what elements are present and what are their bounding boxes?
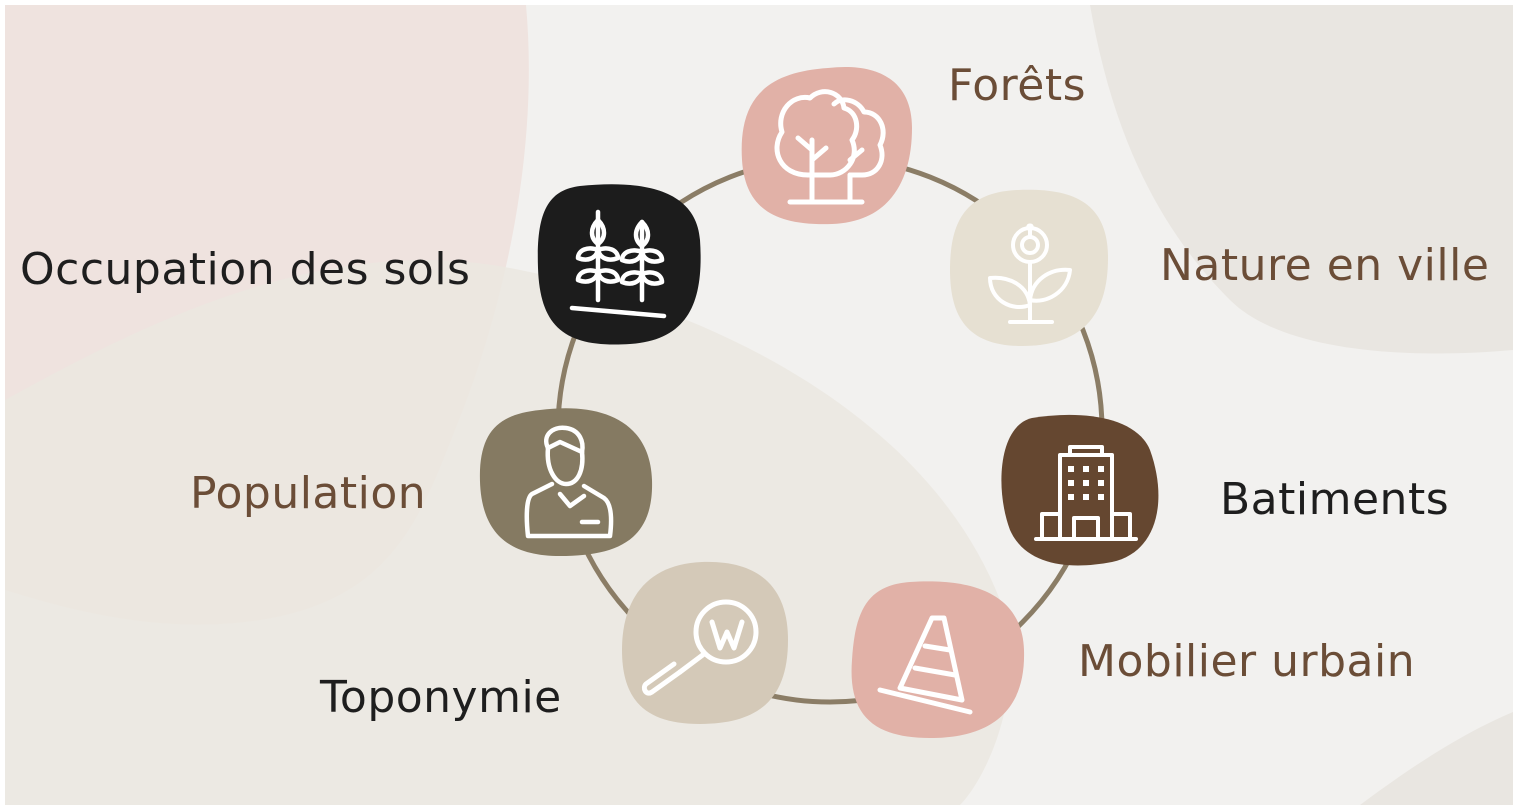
magnifier-w-icon	[641, 599, 759, 696]
flower-plant-icon	[988, 223, 1072, 324]
label-batiments: Batiments	[1220, 474, 1450, 525]
label-forets: Forêts	[948, 60, 1087, 111]
label-population: Population	[190, 468, 427, 519]
label-occupation-des-sols: Occupation des sols	[20, 244, 471, 295]
person-icon	[524, 425, 614, 539]
label-toponymie: Toponymie	[320, 672, 562, 723]
node-batiments	[1001, 414, 1159, 566]
traffic-cone-icon	[877, 615, 973, 715]
label-nature-en-ville: Nature en ville	[1160, 240, 1490, 291]
label-mobilier-urbain: Mobilier urbain	[1078, 636, 1416, 687]
node-forets	[741, 66, 912, 225]
building-windows	[1068, 466, 1104, 500]
wheat-icon	[569, 209, 667, 319]
node-mobilier-urbain	[851, 581, 1025, 738]
node-toponymie-blob	[622, 561, 788, 724]
node-batiments-blob	[1001, 414, 1159, 566]
trees-icon	[774, 89, 886, 205]
node-population	[479, 408, 653, 556]
node-occupation-des-sols	[537, 184, 701, 345]
node-nature-en-ville	[950, 189, 1108, 346]
building-icon	[1034, 445, 1138, 541]
node-mobilier-urbain-blob	[851, 581, 1025, 738]
node-occupation-des-sols-blob	[537, 184, 701, 345]
node-toponymie	[622, 561, 788, 724]
